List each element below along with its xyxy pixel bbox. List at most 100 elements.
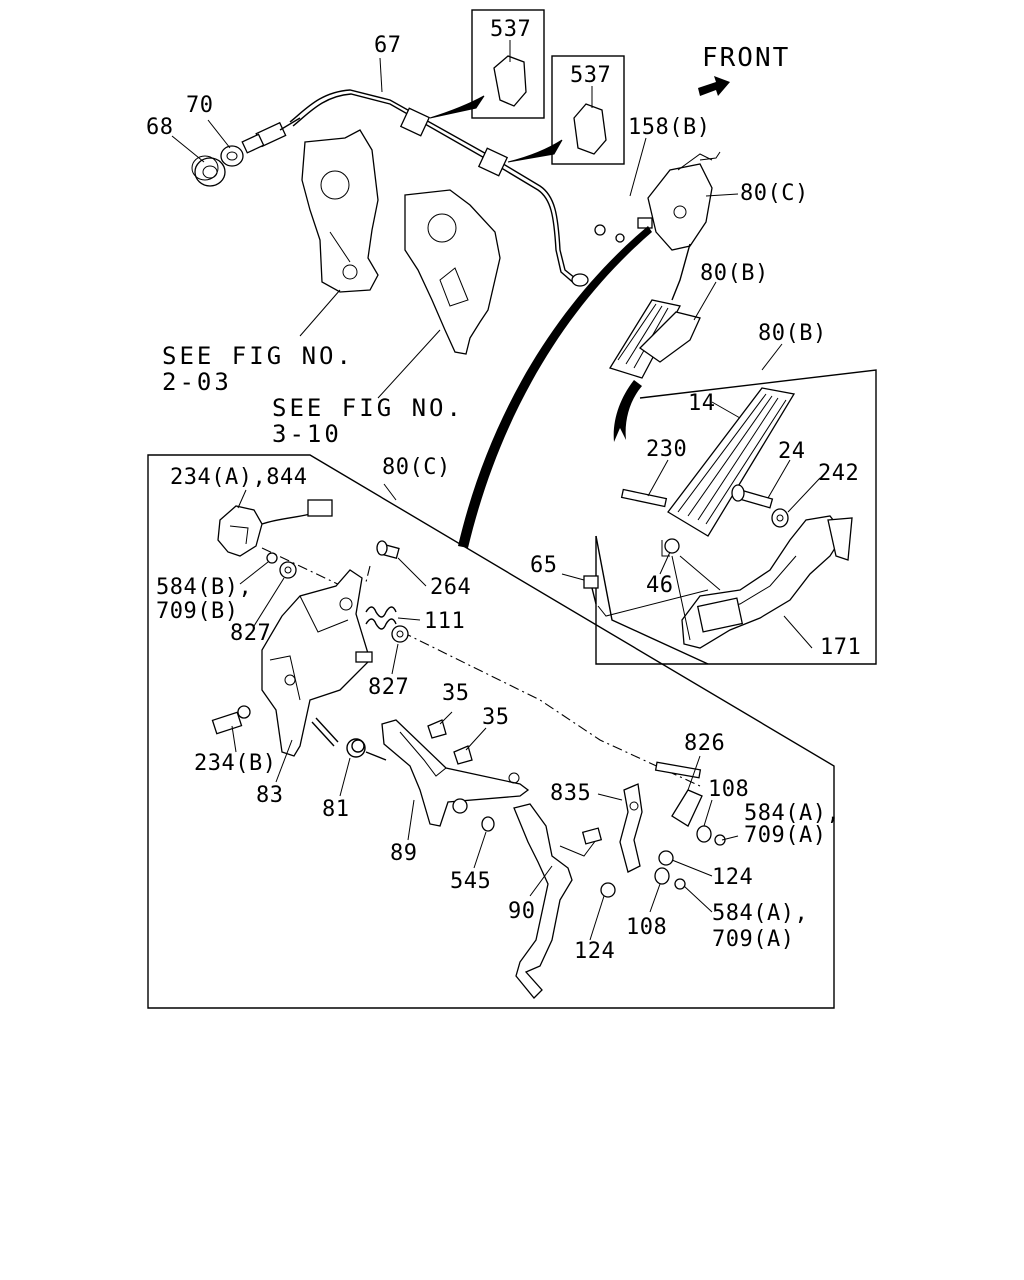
link-826	[654, 761, 703, 827]
callout-827-lower: 827	[368, 675, 409, 700]
reference-2-03-line1: SEE FIG NO.	[162, 342, 354, 370]
switch-234b	[211, 705, 251, 735]
washer-124-lower	[600, 882, 616, 898]
reference-3-10-line1: SEE FIG NO.	[272, 394, 464, 422]
clip-35-b	[453, 745, 473, 765]
reference-3-10-line2: 3-10	[272, 420, 342, 448]
callout-80b-mid: 80(B)	[700, 261, 769, 286]
callout-65: 65	[530, 553, 558, 578]
nut-584a-lower	[674, 878, 686, 890]
callout-584b: 584(B),	[156, 575, 252, 600]
reference-3-10: SEE FIG NO. 3-10	[272, 329, 464, 448]
callout-81: 81	[322, 797, 350, 822]
lever-90	[513, 803, 603, 999]
callout-826: 826	[684, 731, 725, 756]
screw-264	[376, 540, 400, 559]
pedal-assembly-overview	[609, 151, 721, 379]
assembly-80c-title: 80(C)	[382, 455, 451, 480]
callout-242: 242	[818, 461, 859, 486]
bracket-835	[619, 783, 643, 873]
clip-detail-box-1	[471, 9, 545, 119]
callout-545: 545	[450, 869, 491, 894]
callout-827-upper: 827	[230, 621, 271, 646]
callout-89: 89	[390, 841, 418, 866]
assembly-80b-box	[595, 369, 877, 665]
nut-70	[220, 145, 244, 167]
cable-clip-2	[477, 147, 509, 177]
bush-827-upper	[279, 561, 297, 579]
lever-89	[381, 719, 530, 827]
callout-90: 90	[508, 899, 536, 924]
zoom-arrow-to-80b	[613, 380, 642, 442]
callout-108-upper: 108	[708, 777, 749, 802]
callout-230: 230	[646, 437, 687, 462]
bush-827-lower	[391, 625, 409, 643]
washer-584b	[266, 552, 278, 564]
bolt-65	[583, 575, 709, 617]
callout-709b: 709(B)	[156, 599, 238, 624]
cable-adjuster	[241, 117, 301, 154]
callout-111: 111	[424, 609, 465, 634]
callout-108-lower: 108	[626, 915, 667, 940]
callout-46: 46	[646, 573, 674, 598]
callout-80c-top: 80(C)	[740, 181, 809, 206]
callout-835: 835	[550, 781, 591, 806]
washer-545	[481, 816, 495, 832]
callout-234a-844: 234(A),844	[170, 465, 307, 490]
dash-bracket-ref-3-10	[404, 189, 501, 355]
dash-bracket-ref-2-03	[301, 129, 379, 293]
callout-35-b: 35	[482, 705, 510, 730]
callout-709a-lower: 709(A)	[712, 927, 794, 952]
clip-detail-box-2	[551, 55, 625, 165]
sensor-234a	[217, 499, 333, 557]
assembly-80c-box	[147, 454, 835, 1009]
bush-108-upper	[696, 825, 712, 843]
callout-68: 68	[146, 115, 174, 140]
callout-67: 67	[374, 33, 402, 58]
cable-clip-1	[399, 107, 431, 137]
callout-234b: 234(B)	[194, 751, 276, 776]
callout-35-a: 35	[442, 681, 470, 706]
callout-264: 264	[430, 575, 471, 600]
leader-lines	[171, 40, 821, 941]
front-arrow-icon	[698, 76, 730, 96]
reference-2-03-line2: 2-03	[162, 368, 232, 396]
front-label: FRONT	[702, 43, 790, 73]
bush-108-lower	[654, 867, 670, 885]
callout-584a-upper: 584(A),	[744, 801, 840, 826]
adjust-knob-68	[191, 155, 226, 187]
callout-158b: 158(B)	[628, 115, 710, 140]
callout-709a-upper: 709(A)	[744, 823, 826, 848]
throttle-cable-group	[191, 89, 625, 287]
ring-near-89	[452, 798, 468, 814]
nut-242	[771, 508, 789, 528]
main-bracket-83	[261, 569, 373, 757]
callout-171: 171	[820, 635, 861, 660]
clip-arrow-1	[429, 95, 485, 119]
callout-537-box2: 537	[570, 63, 611, 88]
bolt-24	[731, 484, 774, 509]
washer-124-upper	[658, 850, 674, 866]
pin-230	[620, 488, 668, 508]
callout-584a-lower: 584(A),	[712, 901, 808, 926]
callout-24: 24	[778, 439, 806, 464]
assembly-80b-title: 80(B)	[758, 321, 827, 346]
cable-end-fittings	[571, 224, 625, 287]
clip-arrow-2	[507, 139, 563, 163]
callout-70: 70	[186, 93, 214, 118]
front-direction-indicator: FRONT	[698, 43, 790, 96]
bush-46	[661, 538, 680, 557]
throttle-cable	[289, 89, 581, 283]
callout-labels: 67 70 68 537 537 158(B) 80(C) 80(B) 80(B…	[146, 17, 861, 964]
callout-124-upper: 124	[712, 865, 753, 890]
spring-111	[365, 606, 397, 630]
callout-14: 14	[688, 391, 716, 416]
callout-537-box1: 537	[490, 17, 531, 42]
callout-83: 83	[256, 783, 284, 808]
spring-81	[346, 738, 387, 761]
nut-584a-upper	[714, 834, 726, 846]
callout-124-lower: 124	[574, 939, 615, 964]
clip-35-a	[427, 719, 447, 739]
reference-2-03: SEE FIG NO. 2-03	[162, 289, 354, 396]
